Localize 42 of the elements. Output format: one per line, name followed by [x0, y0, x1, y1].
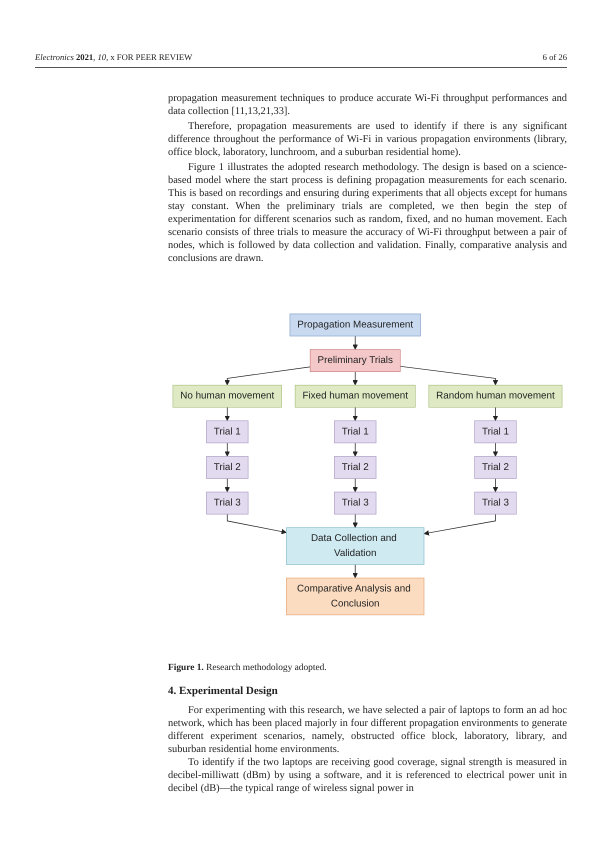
node-box: Trial 2: [334, 456, 376, 478]
body-paragraph: Figure 1 illustrates the adopted research methodology. The design is based on a science-based model where the start process is defining propagation measurements for each scenario. This is based on recordings and ensuring during experiments that all objects except for humans stay constant. When the preliminary trials are completed, we then begin the step of experimentation for different scenarios such as random, fixed, and no human movement. Each scenario consists of three trials to measure the accuracy of Wi-Fi throughput between a pair of nodes, which is followed by data collection and validation. Finally, comparative analysis and conclusions are drawn.: [168, 161, 567, 265]
node-box: Trial 1: [334, 420, 376, 443]
arrow: [492, 478, 498, 492]
node-box: Trial 1: [206, 420, 248, 443]
body-paragraph: For experimenting with this research, we have selected a pair of laptops to form an ad hoc network, which has been placed majorly in four different propagation environments to generate different experiment scenarios, namely, obstructed office block, laboratory, library, and suburban residential home environments.: [168, 704, 567, 756]
section-heading: 4. Experimental Design: [168, 685, 279, 698]
node-box: Trial 3: [334, 491, 376, 514]
arrow: [352, 335, 358, 350]
arrow: [352, 564, 358, 578]
arrow: [224, 442, 230, 456]
node-box: Trial 1: [474, 420, 517, 443]
arrow: [492, 442, 498, 456]
arrow: [352, 442, 358, 456]
node-box: Trial 2: [206, 456, 248, 478]
arrow: [400, 366, 498, 385]
arrow: [224, 406, 230, 421]
node-box: Data Collection and Validation: [286, 526, 424, 564]
figure-caption: Figure 1. Research methodology adopted.: [168, 662, 328, 675]
node-box: Fixed human movement: [294, 384, 416, 408]
node-box: Propagation Measurement: [290, 313, 421, 336]
arrow: [224, 366, 311, 385]
arrow: [224, 478, 230, 492]
running-header: Electronics 2021, 10, x FOR PEER REVIEW: [35, 52, 192, 62]
page-number: 6 of 26: [542, 52, 567, 62]
arrow: [226, 513, 287, 534]
node-box: Trial 3: [474, 491, 517, 514]
node-box: Comparative Analysis and Conclusion: [286, 577, 424, 615]
body-paragraph: propagation measurement techniques to produce accurate Wi-Fi throughput performances and data collection [11,13,21,33].: [168, 92, 567, 118]
arrow: [492, 406, 498, 421]
node-box: Preliminary Trials: [310, 348, 401, 372]
node-box: Trial 3: [206, 491, 248, 514]
node-box: Trial 2: [474, 456, 517, 478]
arrow: [352, 478, 358, 492]
arrow: [352, 513, 358, 528]
arrow: [352, 370, 358, 385]
node-box: Random human movement: [428, 384, 562, 408]
body-paragraph: Therefore, propagation measurements are used to identify if there is any significant difference throughout the performance of Wi-Fi in various propagation environments (library, office block, laboratory, lunchroom, and a suburban residential home).: [168, 120, 567, 159]
node-box: No human movement: [172, 384, 282, 408]
body-paragraph: To identify if the two laptops are receiving good coverage, signal strength is measured in decibel-milliwatt (dBm) by using a software, and it is referenced to electrical power unit in decibel (dB)—the typical range of wireless signal power in: [168, 756, 567, 795]
arrow: [424, 513, 496, 536]
arrow: [352, 406, 358, 421]
